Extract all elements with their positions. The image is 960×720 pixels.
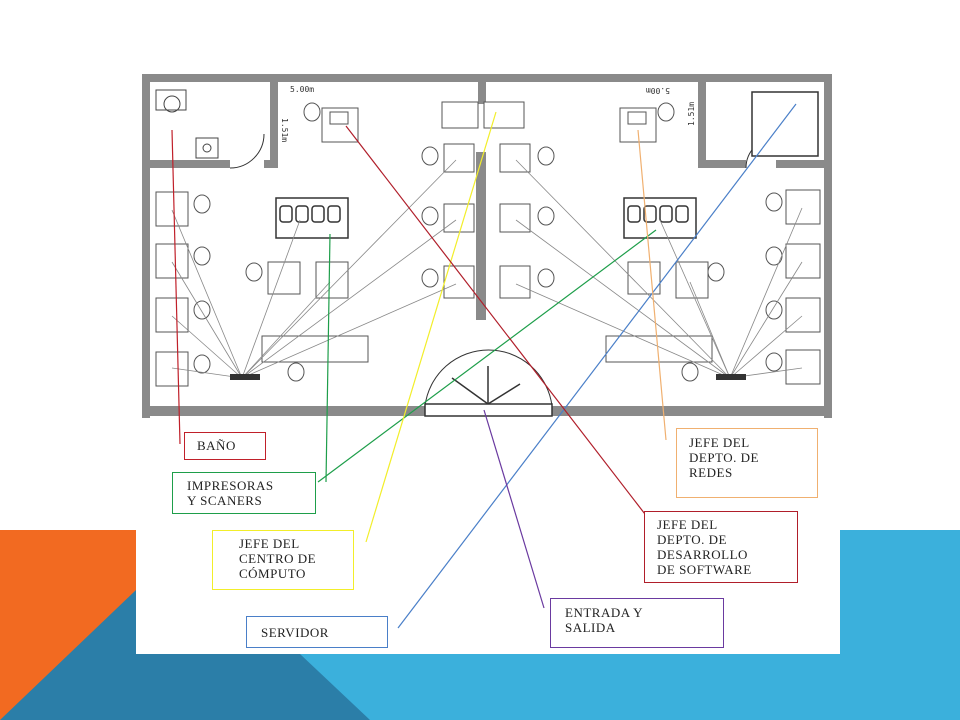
label-jefe-software-line3: DESARROLLO [657,547,748,562]
bath-wall-bottom [150,160,230,168]
label-servidor: SERVIDOR [246,616,388,648]
label-servidor-text: SERVIDOR [261,625,329,640]
label-bano-text: BAÑO [197,438,236,453]
dim-left-width: 5.00m [290,85,314,94]
leader-servidor [397,103,797,629]
leader-jefe-software [345,125,649,519]
entrance-door [424,366,553,417]
label-entrada-line2: SALIDA [565,620,616,635]
wall-right [824,74,832,418]
label-jefe-redes-line2: DEPTO. DE [689,450,759,465]
wall-top [142,74,832,82]
leader-bano [171,129,181,445]
light-blue-band [300,530,960,720]
right-room-wall-left [698,82,706,168]
label-impresoras: IMPRESORAS Y SCANERS [172,472,316,514]
dim-left-height: 1.51m [280,118,289,142]
wall-bottom-right [552,406,832,416]
right-room-wall-bottom [706,160,746,168]
walls [142,74,832,418]
chairs [193,102,783,382]
label-jefe-software-line1: JEFE DEL [657,517,718,532]
floor-plan-drawing: 5.00m 5.00m 1.51m 1.51m [142,74,832,629]
floor-plan-image: 5.00m 5.00m 1.51m 1.51m [136,60,840,654]
label-entrada: ENTRADA Y SALIDA [550,598,724,648]
label-jefe-centro-line1: JEFE DEL [239,536,300,551]
right-room-wall-bottom-2 [776,160,824,168]
bath-wall-bottom-2 [264,160,278,168]
label-jefe-centro-line3: CÓMPUTO [239,566,306,581]
label-jefe-redes-line1: JEFE DEL [689,435,750,450]
label-impresoras-line1: IMPRESORAS [187,478,274,493]
switch-right [716,374,746,380]
label-jefe-software: JEFE DEL DEPTO. DE DESARROLLO DE SOFTWAR… [644,511,798,583]
label-impresoras-line2: Y SCANERS [187,493,263,508]
label-jefe-software-line4: DE SOFTWARE [657,562,752,577]
label-jefe-software-line2: DEPTO. DE [657,532,727,547]
label-jefe-centro-line2: CENTRO DE [239,551,317,566]
switch-left [230,374,260,380]
leader-jefe-redes [637,129,667,441]
wall-left [142,74,150,418]
network-cables [171,159,803,379]
bath-wall-right [270,82,278,168]
dark-blue-triangle [0,590,380,720]
leader-entrada [483,409,545,609]
wall-bottom-left [142,406,425,416]
label-bano: BAÑO [184,432,266,460]
label-jefe-centro: JEFE DEL CENTRO DE CÓMPUTO [212,530,354,590]
center-divider [478,82,486,104]
server-rack [751,91,819,157]
center-column [476,152,486,320]
dim-right-width: 5.00m [646,86,670,95]
label-jefe-redes-line3: REDES [689,465,733,480]
label-jefe-redes: JEFE DEL DEPTO. DE REDES [676,428,818,498]
dim-right-height: 1.51m [687,102,696,126]
leader-impresoras-2 [317,229,657,483]
bathroom-fixtures [155,89,219,159]
workstations [155,101,821,387]
label-entrada-line1: ENTRADA Y [565,605,644,620]
leader-impresoras [325,233,331,483]
leader-jefe-centro [365,111,497,543]
printers [275,197,697,239]
